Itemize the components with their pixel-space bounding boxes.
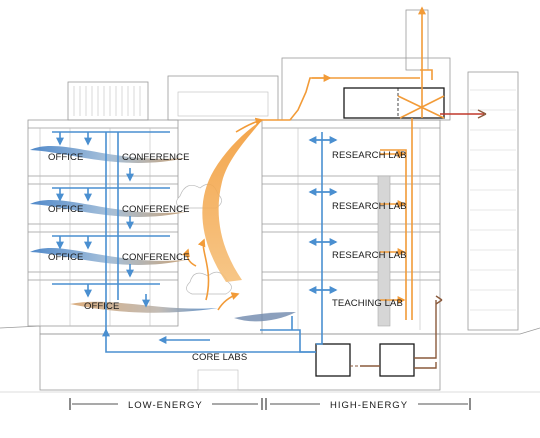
zone-low-energy: LOW-ENERGY bbox=[128, 400, 203, 411]
label-research-lab-1: RESEARCH LAB bbox=[332, 150, 407, 161]
label-office-4: OFFICE bbox=[84, 301, 119, 312]
zone-brackets: LOW-ENERGY HIGH-ENERGY bbox=[69, 398, 471, 411]
label-office-1: OFFICE bbox=[48, 152, 83, 163]
building-outline bbox=[0, 9, 540, 393]
rooftop-air-handler bbox=[343, 87, 445, 119]
label-teaching-lab: TEACHING LAB bbox=[332, 298, 403, 309]
label-conference-2: CONFERENCE bbox=[122, 204, 190, 215]
label-core-labs: CORE LABS bbox=[192, 352, 247, 363]
label-conference-1: CONFERENCE bbox=[122, 152, 190, 163]
label-office-3: OFFICE bbox=[48, 252, 83, 263]
zone-high-energy: HIGH-ENERGY bbox=[330, 400, 408, 411]
supply-air-ducts bbox=[52, 131, 338, 353]
exhaust-air-ducts bbox=[262, 6, 445, 320]
basement-plant-units bbox=[315, 343, 415, 377]
room-labels: OFFICE CONFERENCE OFFICE CONFERENCE OFFI… bbox=[48, 150, 407, 363]
heat-recovery-lines bbox=[360, 109, 487, 369]
atrium-exhaust-ribbon bbox=[182, 117, 264, 311]
label-research-lab-2: RESEARCH LAB bbox=[332, 201, 407, 212]
label-conference-3: CONFERENCE bbox=[122, 252, 190, 263]
label-office-2: OFFICE bbox=[48, 204, 83, 215]
label-research-lab-3: RESEARCH LAB bbox=[332, 250, 407, 261]
